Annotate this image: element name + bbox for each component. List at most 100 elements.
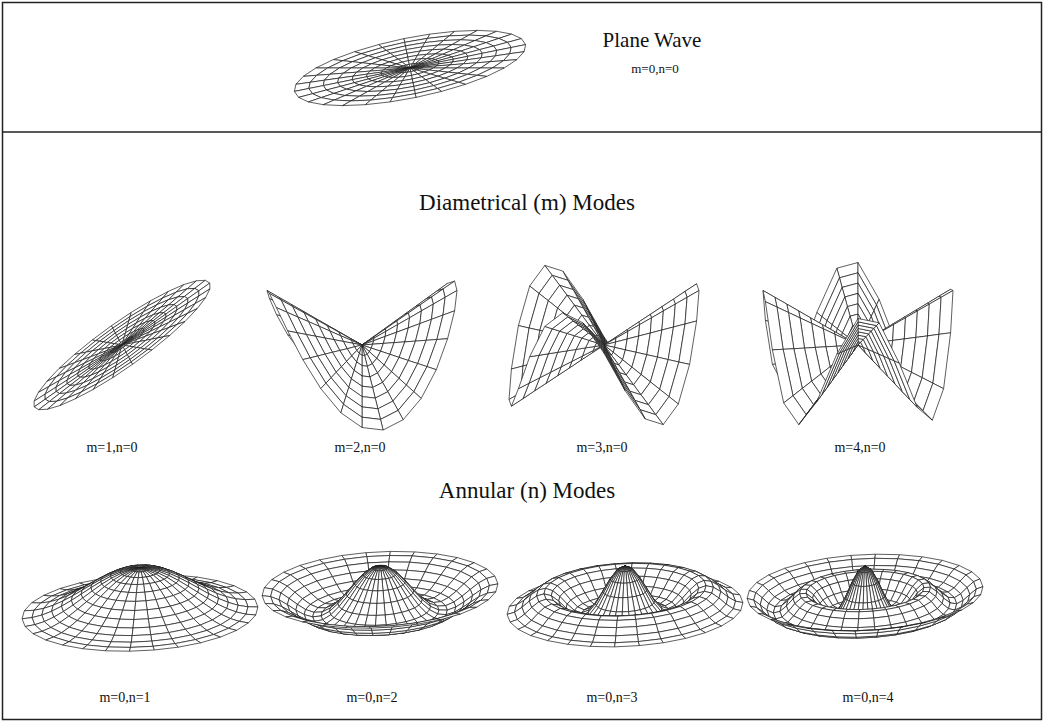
mesh-cell [375, 566, 381, 571]
mesh-cell [503, 52, 524, 61]
mesh-cell [362, 345, 367, 356]
mesh-cell [303, 621, 327, 626]
figure-frame [3, 3, 1042, 720]
mesh-cell [153, 644, 178, 650]
mesh-cell [177, 309, 197, 325]
mesh-cell [362, 376, 373, 388]
mesh-cell [131, 349, 152, 364]
mesh-cell [341, 404, 362, 427]
mesh-cell [604, 352, 625, 391]
mesh-cell [381, 410, 404, 430]
mesh-cell [416, 619, 441, 624]
mesh-cell [376, 566, 380, 571]
mesh-cell [436, 614, 460, 620]
mesh-cell [398, 392, 421, 420]
mesh-cell [286, 616, 308, 622]
mesh-cell [518, 355, 539, 388]
mesh-cell [669, 362, 690, 404]
mesh-cell [114, 628, 133, 636]
mesh-cell [893, 318, 906, 341]
mode-surface [34, 280, 210, 409]
mesh-cell [389, 556, 412, 563]
mesh-cell [632, 563, 649, 568]
mesh-cell [111, 635, 132, 642]
mesh-cell [164, 322, 185, 337]
mesh-cell [362, 355, 367, 366]
mode-surface [507, 563, 743, 647]
mesh-cell [438, 82, 466, 91]
mesh-cell [273, 610, 292, 617]
mesh-cell [396, 68, 411, 72]
mesh-cell [370, 626, 393, 628]
mesh-cell [372, 566, 380, 570]
mesh-cell [148, 336, 170, 351]
mesh-cell [650, 311, 663, 333]
mesh-cell [377, 591, 384, 604]
mesh-cell [376, 615, 387, 625]
mesh-cell [362, 417, 383, 430]
mesh-cell [131, 568, 140, 571]
mesh-cell [545, 313, 568, 329]
mesh-cell [487, 584, 498, 593]
mesh-cell [414, 367, 437, 399]
mode-surface [262, 551, 498, 635]
mesh-cell [175, 640, 201, 648]
mesh-cell [933, 333, 951, 389]
mesh-cell [276, 308, 297, 333]
mesh-cell [132, 568, 140, 572]
mesh-cell [437, 311, 455, 340]
mesh-cell [837, 319, 858, 354]
mesh-cell [492, 60, 516, 68]
mode-surface [509, 265, 699, 424]
mesh-cell [362, 337, 374, 345]
mesh-cell [455, 607, 477, 614]
mesh-cell [477, 68, 504, 76]
mesh-cell [410, 64, 424, 68]
mesh-cell [265, 604, 281, 611]
mesh-cell [877, 323, 900, 363]
mesh-cell [385, 614, 396, 625]
mesh-cell [303, 358, 326, 389]
mesh-cell [396, 68, 410, 72]
mesh-cell [470, 600, 489, 608]
mesh-cell [376, 603, 385, 615]
mesh-cell [117, 619, 134, 628]
mesh-cell [390, 94, 416, 102]
mesh-cell [345, 626, 370, 628]
mesh-cell [415, 89, 441, 98]
mesh-cell [133, 619, 150, 628]
mesh-cell [60, 392, 81, 406]
mesh-cell [83, 645, 109, 651]
mesh-cell [370, 626, 395, 629]
mesh-cell [362, 386, 375, 398]
mesh-cell [623, 385, 646, 419]
mode-surface [22, 565, 258, 651]
mesh-cell [140, 568, 143, 572]
mesh-cell [120, 610, 135, 619]
mesh-cell [894, 361, 917, 408]
mesh-cell [939, 291, 953, 335]
mesh-cell [916, 304, 929, 337]
mesh-cell [380, 566, 383, 571]
mesh-cell [393, 623, 418, 627]
mesh-cell [365, 615, 376, 625]
mesh-cell [362, 337, 374, 345]
mesh-cell [93, 374, 114, 390]
mesh-cell [105, 647, 130, 651]
mesh-cell [76, 384, 98, 399]
mesh-cell [126, 592, 137, 601]
mesh-cell [563, 313, 586, 326]
mesh-cell [135, 601, 147, 611]
mesh-cell [144, 584, 153, 593]
mesh-cell [583, 323, 604, 353]
mode-surface [267, 281, 457, 430]
mesh-cell [378, 579, 383, 591]
mesh-cell [129, 584, 138, 592]
mesh-cell [784, 396, 807, 425]
mesh-cell [130, 646, 155, 651]
mesh-cell [137, 584, 145, 592]
mesh-cell [530, 326, 553, 356]
mesh-cell [443, 291, 457, 316]
mesh-cell [108, 642, 131, 648]
